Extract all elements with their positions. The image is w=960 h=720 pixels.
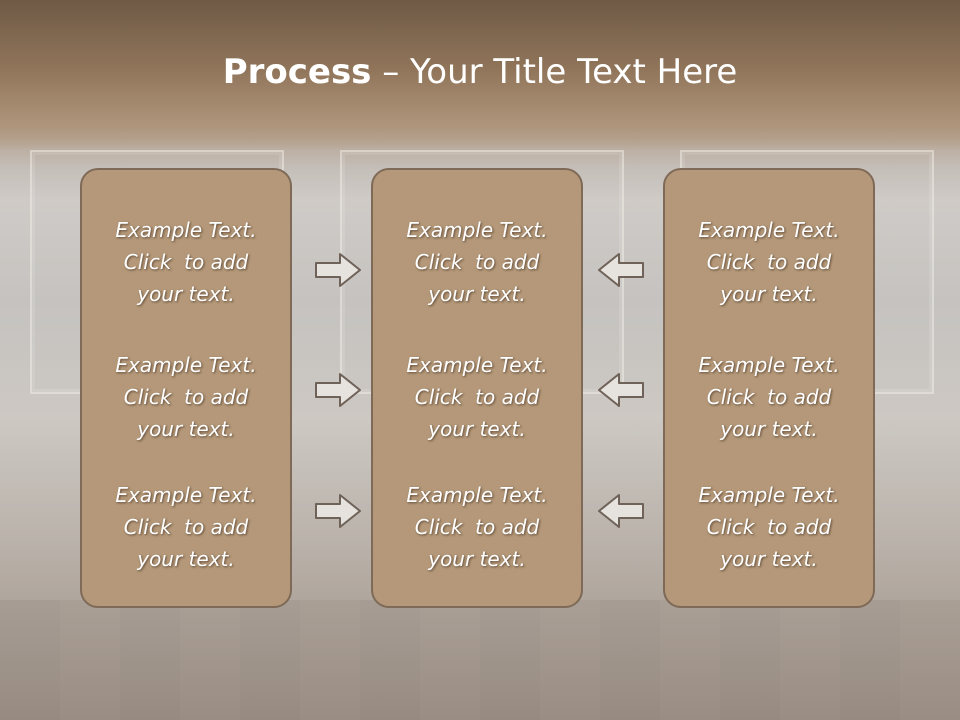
- text-line: your text.: [720, 417, 818, 441]
- left-card[interactable]: Example Text. Click to add your text. Ex…: [80, 168, 292, 608]
- text-line: Example Text.: [406, 218, 548, 242]
- text-line: your text.: [428, 417, 526, 441]
- text-line: Click to add: [706, 515, 832, 539]
- text-line: your text.: [137, 547, 235, 571]
- text-placeholder[interactable]: Example Text. Click to add your text.: [373, 214, 581, 310]
- text-line: your text.: [428, 282, 526, 306]
- text-line: Example Text.: [406, 353, 548, 377]
- text-line: Click to add: [706, 385, 832, 409]
- text-line: Click to add: [414, 385, 540, 409]
- text-line: Example Text.: [115, 483, 257, 507]
- arrow-right-icon: [315, 373, 361, 407]
- text-line: Click to add: [123, 515, 249, 539]
- text-placeholder[interactable]: Example Text. Click to add your text.: [373, 479, 581, 575]
- text-placeholder[interactable]: Example Text. Click to add your text.: [82, 479, 290, 575]
- text-line: Click to add: [414, 515, 540, 539]
- slide-title[interactable]: Process – Your Title Text Here: [0, 52, 960, 92]
- text-line: Example Text.: [698, 353, 840, 377]
- title-bold: Process: [222, 52, 372, 92]
- text-line: Example Text.: [115, 218, 257, 242]
- arrow-left-icon: [598, 373, 644, 407]
- text-line: Example Text.: [115, 353, 257, 377]
- text-placeholder[interactable]: Example Text. Click to add your text.: [82, 349, 290, 445]
- text-placeholder[interactable]: Example Text. Click to add your text.: [373, 349, 581, 445]
- text-line: your text.: [720, 282, 818, 306]
- center-card[interactable]: Example Text. Click to add your text. Ex…: [371, 168, 583, 608]
- text-line: your text.: [428, 547, 526, 571]
- text-placeholder[interactable]: Example Text. Click to add your text.: [665, 349, 873, 445]
- arrow-right-icon: [315, 494, 361, 528]
- text-line: Click to add: [123, 385, 249, 409]
- arrow-right-icon: [315, 253, 361, 287]
- text-line: Example Text.: [698, 483, 840, 507]
- text-line: Click to add: [706, 250, 832, 274]
- text-placeholder[interactable]: Example Text. Click to add your text.: [665, 479, 873, 575]
- title-band: [0, 0, 960, 150]
- text-line: Click to add: [123, 250, 249, 274]
- floor: [0, 600, 960, 720]
- text-placeholder[interactable]: Example Text. Click to add your text.: [665, 214, 873, 310]
- right-card[interactable]: Example Text. Click to add your text. Ex…: [663, 168, 875, 608]
- text-line: your text.: [137, 417, 235, 441]
- title-rest: – Your Title Text Here: [371, 52, 738, 92]
- text-line: your text.: [720, 547, 818, 571]
- text-line: Example Text.: [698, 218, 840, 242]
- text-placeholder[interactable]: Example Text. Click to add your text.: [82, 214, 290, 310]
- text-line: Example Text.: [406, 483, 548, 507]
- text-line: Click to add: [414, 250, 540, 274]
- arrow-left-icon: [598, 253, 644, 287]
- text-line: your text.: [137, 282, 235, 306]
- arrow-left-icon: [598, 494, 644, 528]
